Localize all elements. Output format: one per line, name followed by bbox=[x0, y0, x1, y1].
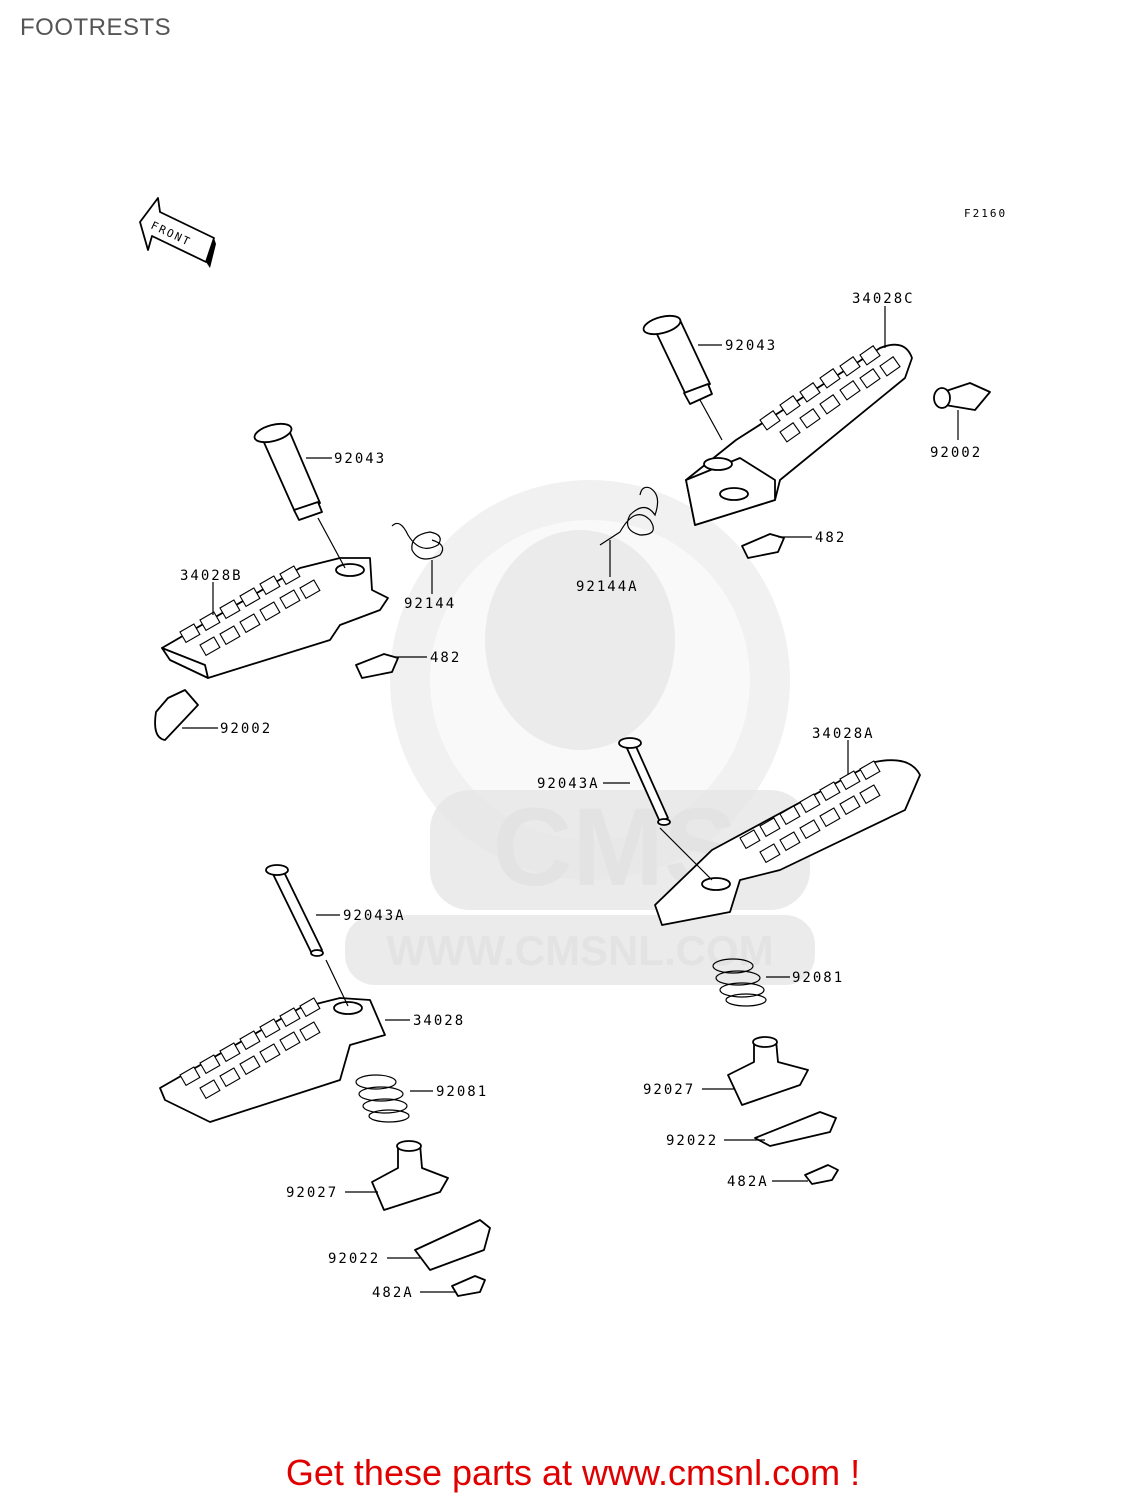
callout-92081-right: 92081 bbox=[792, 970, 844, 986]
spring-92144 bbox=[391, 522, 444, 560]
callout-482A-right: 482A bbox=[727, 1174, 769, 1190]
bracket-92027-left bbox=[371, 1140, 449, 1211]
plate-92022-right bbox=[754, 1111, 837, 1147]
callout-92027-left: 92027 bbox=[286, 1185, 338, 1201]
bolt-92002-right bbox=[933, 382, 991, 411]
bracket-92027-right bbox=[727, 1036, 809, 1106]
callout-482A-left: 482A bbox=[372, 1285, 414, 1301]
callout-92022-right: 92022 bbox=[666, 1133, 718, 1149]
tread-34028A bbox=[739, 760, 881, 864]
front-arrow-icon: FRONT bbox=[139, 197, 216, 268]
callout-34028C: 34028C bbox=[852, 291, 915, 307]
collar-482-right bbox=[741, 533, 785, 559]
cms-watermark: CMS WWW.CMSNL.COM bbox=[345, 480, 815, 985]
callout-92043-left: 92043 bbox=[334, 451, 386, 467]
collar-482-left bbox=[355, 653, 399, 679]
callout-34028A: 34028A bbox=[812, 726, 875, 742]
callout-482-left: 482 bbox=[430, 650, 461, 666]
spring-92081-right bbox=[712, 958, 767, 1007]
collar-482A-right bbox=[804, 1164, 839, 1185]
callout-92144A: 92144A bbox=[576, 579, 639, 595]
pin-92043-right bbox=[642, 314, 713, 405]
footer-link-text[interactable]: Get these parts at www.cmsnl.com ! bbox=[285, 1452, 861, 1493]
bolt-92002-left bbox=[154, 689, 199, 741]
callout-92081-left: 92081 bbox=[436, 1084, 488, 1100]
callout-92022-left: 92022 bbox=[328, 1251, 380, 1267]
callout-92002-left: 92002 bbox=[220, 721, 272, 737]
callout-482-right: 482 bbox=[815, 530, 846, 546]
footrest-34028C bbox=[685, 343, 913, 526]
footrest-34028B bbox=[161, 557, 389, 679]
footrest-34028A bbox=[654, 759, 921, 926]
callout-92043-right: 92043 bbox=[725, 338, 777, 354]
tread-34028B bbox=[179, 565, 321, 657]
tread-34028C bbox=[759, 345, 901, 443]
spring-92144A bbox=[599, 486, 659, 546]
leader-lines bbox=[182, 306, 959, 1293]
plate-92022-left bbox=[414, 1219, 491, 1271]
pin-92043-left bbox=[253, 422, 323, 521]
pin-92043A-left bbox=[265, 864, 324, 957]
pin-92043A-right bbox=[618, 737, 671, 826]
spring-92081-left bbox=[355, 1074, 410, 1123]
callout-34028B: 34028B bbox=[180, 568, 243, 584]
footrest-34028 bbox=[159, 997, 386, 1123]
tread-34028 bbox=[179, 997, 321, 1100]
callout-34028: 34028 bbox=[413, 1013, 465, 1029]
page-title: FOOTRESTS bbox=[20, 14, 172, 41]
callout-92002-right: 92002 bbox=[930, 445, 982, 461]
figure-code: F2160 bbox=[964, 207, 1007, 220]
watermark-url-text: WWW.CMSNL.COM bbox=[386, 927, 773, 974]
callout-92043A-right: 92043A bbox=[537, 776, 600, 792]
callout-92043A-left: 92043A bbox=[343, 908, 406, 924]
collar-482A-left bbox=[451, 1275, 486, 1297]
callout-92027-right: 92027 bbox=[643, 1082, 695, 1098]
callout-92144: 92144 bbox=[404, 596, 456, 612]
